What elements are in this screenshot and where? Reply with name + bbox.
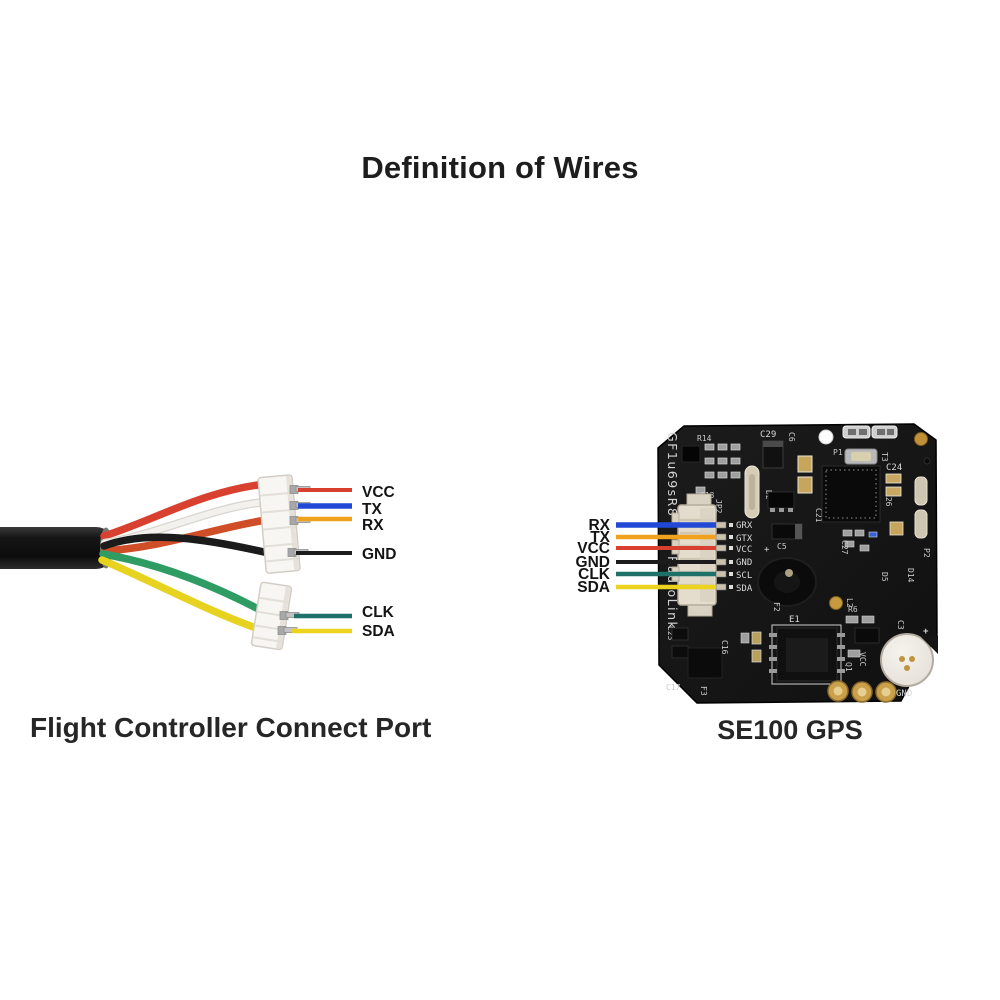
cable-wires bbox=[98, 480, 271, 632]
pcb-top-features bbox=[818, 425, 931, 465]
silk-q1: Q1 bbox=[844, 662, 853, 672]
silk-l2: L2 bbox=[845, 598, 854, 608]
label-rx: RX bbox=[588, 517, 610, 534]
mid-components: C21 C5 + bbox=[764, 455, 823, 555]
page-title: Definition of Wires bbox=[361, 150, 639, 185]
pcb-pin-pads: GRX GTX VCC GND SCL SDA bbox=[715, 521, 753, 594]
flight-controller-cable-figure: VCC TX RX GND CLK SDA bbox=[0, 474, 396, 651]
silk-f3: F3 bbox=[699, 686, 708, 696]
silk-c27: C27 bbox=[840, 540, 849, 555]
silk-f2: F2 bbox=[772, 602, 781, 612]
round-black-element bbox=[757, 557, 817, 607]
backup-capacitor: + C3 bbox=[880, 620, 938, 687]
c24-capacitors: C24 bbox=[885, 463, 902, 497]
label-sda: SDA bbox=[362, 623, 395, 640]
silk-gnd-bottom: GND bbox=[896, 689, 912, 699]
soic-chip: E1 bbox=[769, 615, 845, 685]
label-sda: SDA bbox=[577, 579, 610, 596]
smd-cluster-mid bbox=[842, 529, 878, 552]
silk-r14: R14 bbox=[697, 434, 712, 443]
label-rx: RX bbox=[362, 517, 384, 534]
gps-chip: C26 bbox=[821, 465, 893, 523]
silk-c29: C29 bbox=[760, 430, 776, 440]
silk-c5: C5 bbox=[777, 542, 787, 551]
left-pin-labels: VCC TX RX GND CLK SDA bbox=[362, 484, 396, 640]
silk-pin-sda: SDA bbox=[736, 584, 753, 594]
jst-connector-lower bbox=[250, 581, 300, 651]
silk-c23: C23 bbox=[666, 626, 675, 641]
jst-connector-upper bbox=[257, 474, 311, 574]
silk-pin-scl: SCL bbox=[736, 571, 752, 581]
silk-c6: C6 bbox=[787, 432, 796, 442]
silk-vcc-bottom: VCC bbox=[858, 652, 867, 667]
cable-sheath bbox=[0, 527, 112, 569]
label-tx: TX bbox=[590, 529, 610, 546]
caption-flight-controller: Flight Controller Connect Port bbox=[30, 712, 432, 743]
silk-d14: D14 bbox=[906, 568, 915, 583]
caption-se100-gps: SE100 GPS bbox=[717, 715, 863, 745]
silk-c26: C26 bbox=[884, 492, 893, 507]
silk-p1: P1 bbox=[833, 448, 843, 457]
silk-e1: E1 bbox=[789, 615, 800, 625]
right-pin-labels: RX TX VCC GND CLK SDA bbox=[576, 517, 611, 596]
silk-c17: C17 bbox=[666, 683, 681, 692]
label-gnd: GND bbox=[576, 554, 610, 571]
r6-components: R6 bbox=[845, 605, 880, 658]
label-vcc: VCC bbox=[362, 484, 395, 501]
left-definition-lines bbox=[292, 488, 352, 634]
c29-capacitor: C29 C6 bbox=[760, 430, 796, 469]
gold-via-l2 bbox=[829, 596, 843, 610]
silk-p2: P2 bbox=[922, 548, 931, 558]
label-gnd: GND bbox=[362, 546, 396, 563]
label-clk: CLK bbox=[362, 604, 395, 621]
crystal-oscillator: P1 T3 bbox=[833, 448, 889, 465]
silk-plus-right: + bbox=[923, 627, 929, 637]
label-clk: CLK bbox=[578, 566, 611, 583]
label-tx: TX bbox=[362, 501, 382, 518]
pcb-jst-socket: JP2 bbox=[671, 493, 723, 617]
silk-d5: D5 bbox=[880, 572, 889, 582]
wire-black bbox=[100, 533, 268, 556]
wire-red bbox=[100, 480, 270, 540]
silk-c3: C3 bbox=[896, 620, 905, 630]
silk-plus-left: + bbox=[764, 545, 770, 555]
label-vcc: VCC bbox=[577, 540, 610, 557]
silk-r6: R6 bbox=[848, 605, 858, 614]
bottom-pads: VCC GND bbox=[827, 652, 912, 703]
wire-yellow bbox=[98, 556, 260, 632]
wire-green bbox=[99, 550, 266, 615]
right-edge-slots: P2 bbox=[889, 476, 931, 558]
smd-cluster-bottom-left: C23 C16 C17 F3 bbox=[666, 626, 762, 696]
silk-pin-gtx: GTX bbox=[736, 534, 753, 544]
silk-c16: C16 bbox=[720, 640, 729, 655]
silk-c21: C21 bbox=[814, 508, 823, 523]
silk-c24: C24 bbox=[886, 463, 902, 473]
pcb-board: GF1u69sR8 RadioLink bbox=[657, 423, 938, 704]
silk-pin-gnd: GND bbox=[736, 558, 752, 568]
silk-pin-vcc: VCC bbox=[736, 545, 752, 555]
silk-side-top: GF1u69sR8 bbox=[665, 432, 680, 517]
right-definition-lines bbox=[616, 522, 716, 590]
silk-t3: T3 bbox=[880, 452, 889, 462]
gps-module-figure: GF1u69sR8 RadioLink bbox=[576, 423, 938, 704]
silk-pin-grx: GRX bbox=[736, 521, 753, 531]
silk-jp2: JP2 bbox=[714, 499, 723, 514]
